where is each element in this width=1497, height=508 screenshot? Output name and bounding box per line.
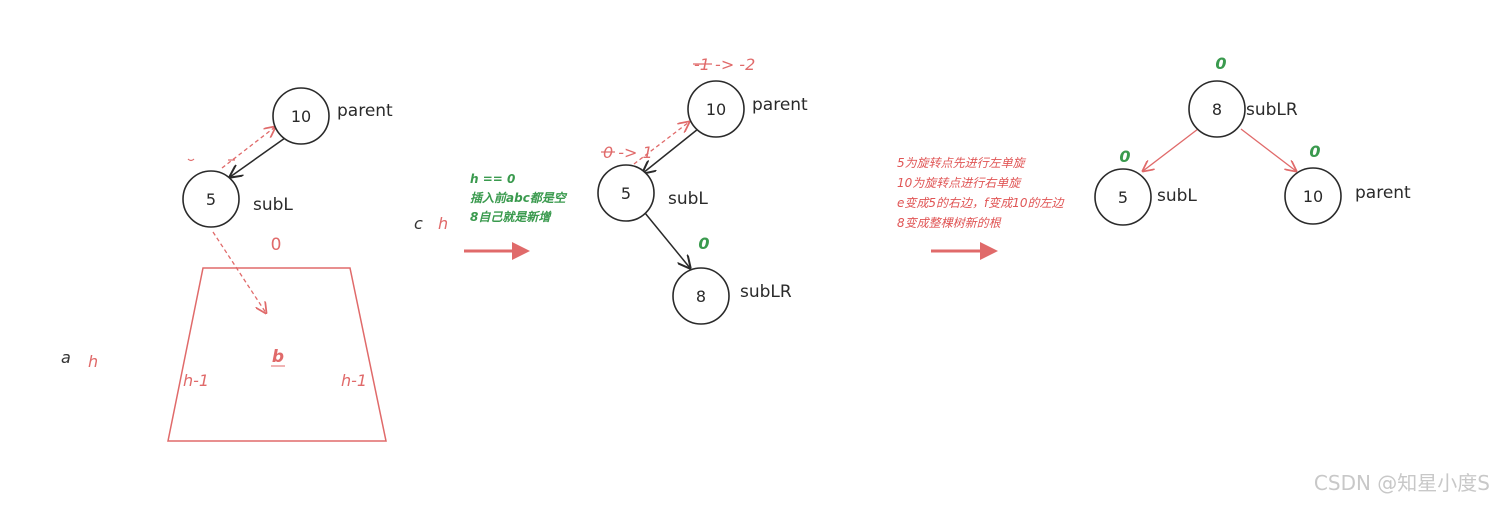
label-parent: parent — [752, 95, 808, 115]
label-parent: parent — [337, 101, 393, 121]
dashed-arrow-subL-to-parent — [633, 122, 689, 165]
label-subL: subL — [253, 195, 293, 215]
edge-parent-to-subL — [643, 128, 699, 173]
node-8-subLR: 8 — [1188, 80, 1246, 138]
small-mark-left — [187, 158, 195, 162]
node-value: 10 — [291, 107, 311, 126]
parent-bf-change: -1 -> -2 — [694, 55, 755, 74]
node-value: 8 — [1212, 100, 1222, 119]
node-10-parent: 10 — [272, 87, 330, 145]
label-subL: subL — [668, 189, 708, 209]
transition-arrow-1 — [464, 242, 530, 260]
node-value: 10 — [1303, 187, 1323, 206]
note-line-3: e变成5的右边，f变成10的左边 — [897, 196, 1066, 210]
notes-stage1: h == 0 插入前abc都是空 8自己就是新增 — [470, 172, 568, 224]
subtree-balance-zero: 0 — [271, 235, 282, 255]
node-value: 10 — [706, 100, 726, 119]
label-a: a — [61, 348, 71, 367]
note-line-3: 8自己就是新增 — [470, 210, 552, 224]
edge-root-to-left — [1143, 128, 1199, 171]
node-10-parent: 10 — [687, 80, 745, 138]
root-bf: 0 — [1215, 54, 1226, 73]
label-subLR: subLR — [1246, 100, 1298, 120]
note-line-1: h == 0 — [470, 172, 515, 186]
node-value: 5 — [621, 184, 631, 203]
node-value: 5 — [1118, 188, 1128, 207]
stage-after-insert: -1 -> -2 0 -> 1 10 parent 5 subL 0 8 sub… — [597, 55, 808, 325]
note-line-2: 插入前abc都是空 — [470, 191, 568, 205]
subtree-trapezoid — [167, 267, 387, 442]
label-c: c — [414, 214, 423, 233]
note-line-4: 8变成整棵树新的根 — [897, 216, 1002, 230]
subLR-bf: 0 — [698, 234, 709, 253]
label-parent: parent — [1355, 183, 1411, 203]
edge-parent-to-subL — [230, 137, 286, 177]
subtree-label-b: b — [272, 347, 284, 367]
edge-root-to-right — [1240, 128, 1296, 171]
label-a-height: h — [88, 352, 98, 371]
node-10-parent: 10 — [1284, 167, 1342, 225]
transition-arrow-2 — [931, 242, 998, 260]
node-5-subL: 5 — [1094, 168, 1152, 226]
dashed-arrow-subL-to-parent — [221, 127, 275, 169]
right-bf: 0 — [1309, 142, 1320, 161]
notes-stage2: 5为旋转点先进行左单旋 10为旋转点进行右单旋 e变成5的右边，f变成10的左边… — [897, 156, 1066, 230]
watermark: CSDN @知星小度S — [1314, 471, 1490, 495]
node-8-subLR: 8 — [672, 267, 730, 325]
subtree-right-height: h-1 — [341, 371, 367, 390]
node-value: 5 — [206, 190, 216, 209]
subtree-left-height: h-1 — [183, 371, 209, 390]
label-c-height: h — [438, 214, 448, 233]
dashed-arrow-subL-to-b — [212, 231, 266, 313]
node-value: 8 — [696, 287, 706, 306]
left-bf: 0 — [1119, 147, 1130, 166]
label-subL: subL — [1157, 186, 1197, 206]
note-line-2: 10为旋转点进行右单旋 — [897, 176, 1022, 190]
node-5-subL: 5 — [182, 170, 240, 228]
edge-subL-to-subLR — [644, 212, 690, 268]
note-line-1: 5为旋转点先进行左单旋 — [897, 156, 1027, 170]
label-subLR: subLR — [740, 282, 792, 302]
node-5-subL: 5 — [597, 164, 655, 222]
stage-before: 10 parent 5 subL 0 b h-1 h-1 a h c h — [61, 87, 448, 442]
subL-bf-change: 0 -> 1 — [603, 143, 653, 162]
stage-after-rotation: 0 0 0 8 subLR 5 subL 10 parent — [1094, 54, 1411, 226]
